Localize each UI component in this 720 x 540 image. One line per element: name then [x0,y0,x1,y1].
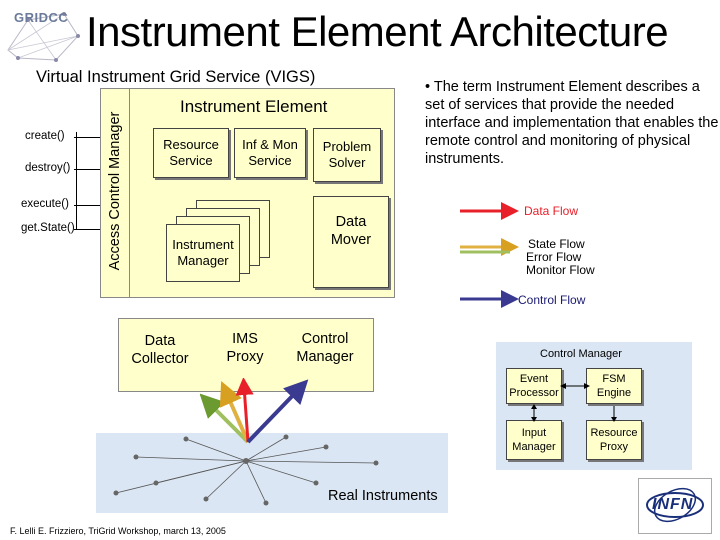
api-create: create() [25,130,65,142]
api-execute: execute() [21,198,69,210]
legend-data-flow: Data Flow [524,204,579,218]
svc-line1: Problem [322,139,372,154]
fsm-proxy-arrow [611,406,617,422]
box-line1: FSM [602,373,626,385]
box-line1: IMS [232,331,258,347]
box-line2: Processor [509,387,559,399]
box-line2: Proxy [226,349,264,365]
description-text: • The term Instrument Element describes … [425,79,719,167]
logo-text: GRIDCC [14,10,69,25]
legend-error-flow: Error Flow [526,250,582,264]
box-line1: Input [521,427,547,439]
box-line1: Control [301,331,349,347]
legend-arrows [460,202,519,308]
access-control-manager-strip: Access Control Manager [100,88,130,298]
control-manager-title: Control Manager [540,348,622,360]
legend-monitor-flow: Monitor Flow [526,263,595,277]
box-line2: Manager [296,349,354,365]
api-destroy: destroy() [25,162,71,174]
page-title: Instrument Element Architecture [86,8,669,55]
legend-state-flow: State Flow [528,237,585,251]
api-connector-line [76,132,77,230]
api-tick [74,137,100,138]
infn-logo-text: INFN [652,496,694,513]
api-tick [74,229,100,230]
box-line1: Event [519,373,549,385]
flow-arrows [200,378,309,444]
svc-line2: Solver [328,155,366,170]
footer-credit: F. Lelli E. Frizziero, TriGrid Workshop,… [10,526,226,536]
legend-control-flow: Control Flow [518,293,586,307]
access-control-label: Access Control Manager [107,111,123,271]
event-fsm-arrow [560,383,590,389]
vigs-label: Virtual Instrument Grid Service (VIGS) [36,68,316,86]
svc-line1: Data [335,214,367,230]
box-line2: Manager [512,441,556,453]
instrument-element-title: Instrument Element [180,97,328,116]
svc-line2: Mover [330,232,372,248]
fsm-engine-box: FSM Engine [586,368,642,404]
real-instruments-label: Real Instruments [328,488,438,504]
svc-line1: Resource [163,137,219,152]
infn-logo [638,478,712,534]
svc-line1: Instrument [172,237,234,252]
svc-line2: Manager [177,253,229,268]
svc-line2: Service [248,153,292,168]
box-line2: Engine [596,387,632,399]
box-line2: Proxy [599,441,629,453]
gridcc-logo [4,6,82,64]
box-line2: Collector [131,351,189,367]
api-getstate: get.State() [21,222,75,234]
ims-proxy-box: IMS Proxy [210,330,280,374]
box-line1: Resource [590,427,638,439]
real-instruments-panel [96,433,448,513]
svc-line2: Service [169,153,213,168]
svc-line1: Inf & Mon [242,137,298,152]
event-input-arrow [531,404,537,422]
api-tick [74,169,100,170]
api-tick [74,205,100,206]
box-line1: Data [144,333,176,349]
